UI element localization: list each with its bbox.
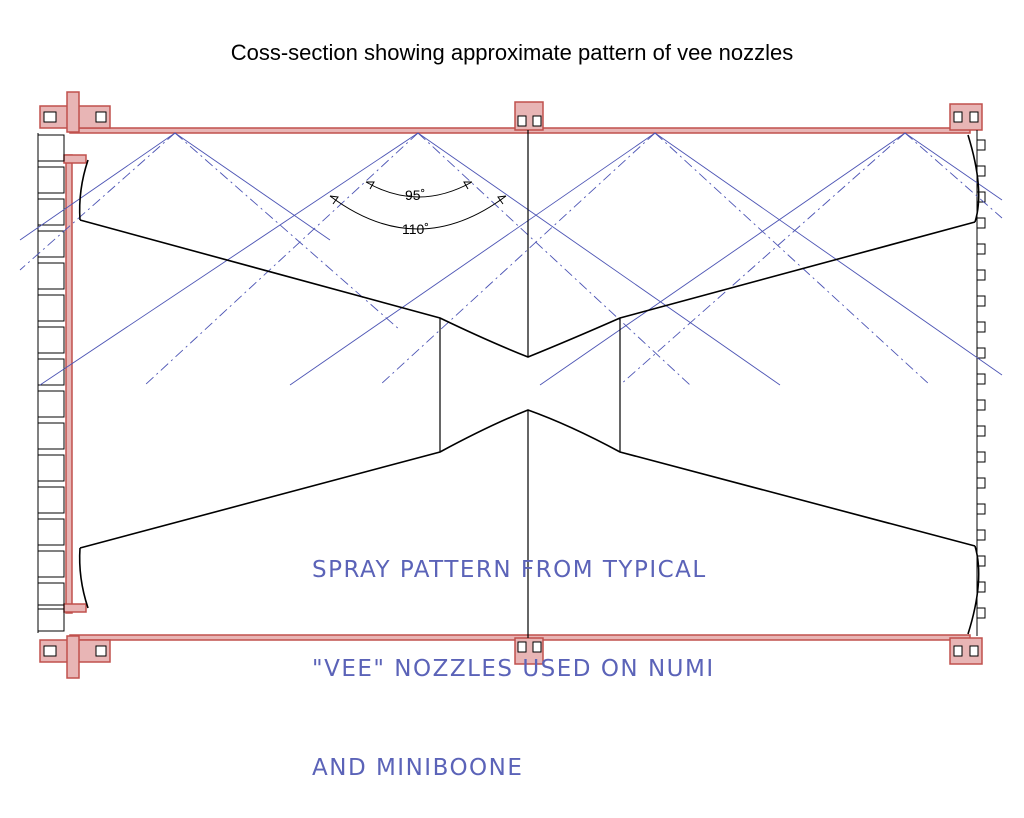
left-flange-post-top (66, 91, 80, 133)
angle-arc-95 (365, 181, 473, 198)
left-flange-post-bottom (66, 635, 80, 679)
annotation-line-2: "VEE" NOZZLES USED ON NUMI (312, 656, 715, 682)
left-bracket-bottom (63, 603, 87, 613)
spray-pattern (19, 132, 1003, 386)
angle-label-110: 110˚ (402, 221, 429, 237)
bolts (43, 111, 979, 657)
annotation-line-1: SPRAY PATTERN FROM TYPICAL (312, 557, 707, 583)
left-end-blocks (37, 133, 65, 633)
slide-title: Coss-section showing approximate pattern… (230, 40, 794, 65)
spray-annotation: SPRAY PATTERN FROM TYPICAL "VEE" NOZZLES… (312, 488, 715, 818)
annotation-line-3: AND MINIBOONE (312, 755, 524, 781)
angle-arc-110 (329, 195, 507, 230)
left-inner-wall (65, 154, 73, 614)
left-bracket-top (63, 154, 87, 164)
cross-section-drawing: 95˚ 110˚ (19, 91, 1003, 679)
section-lines (439, 130, 621, 638)
angle-dimensions (329, 181, 507, 230)
angle-label-95: 95˚ (405, 187, 425, 203)
